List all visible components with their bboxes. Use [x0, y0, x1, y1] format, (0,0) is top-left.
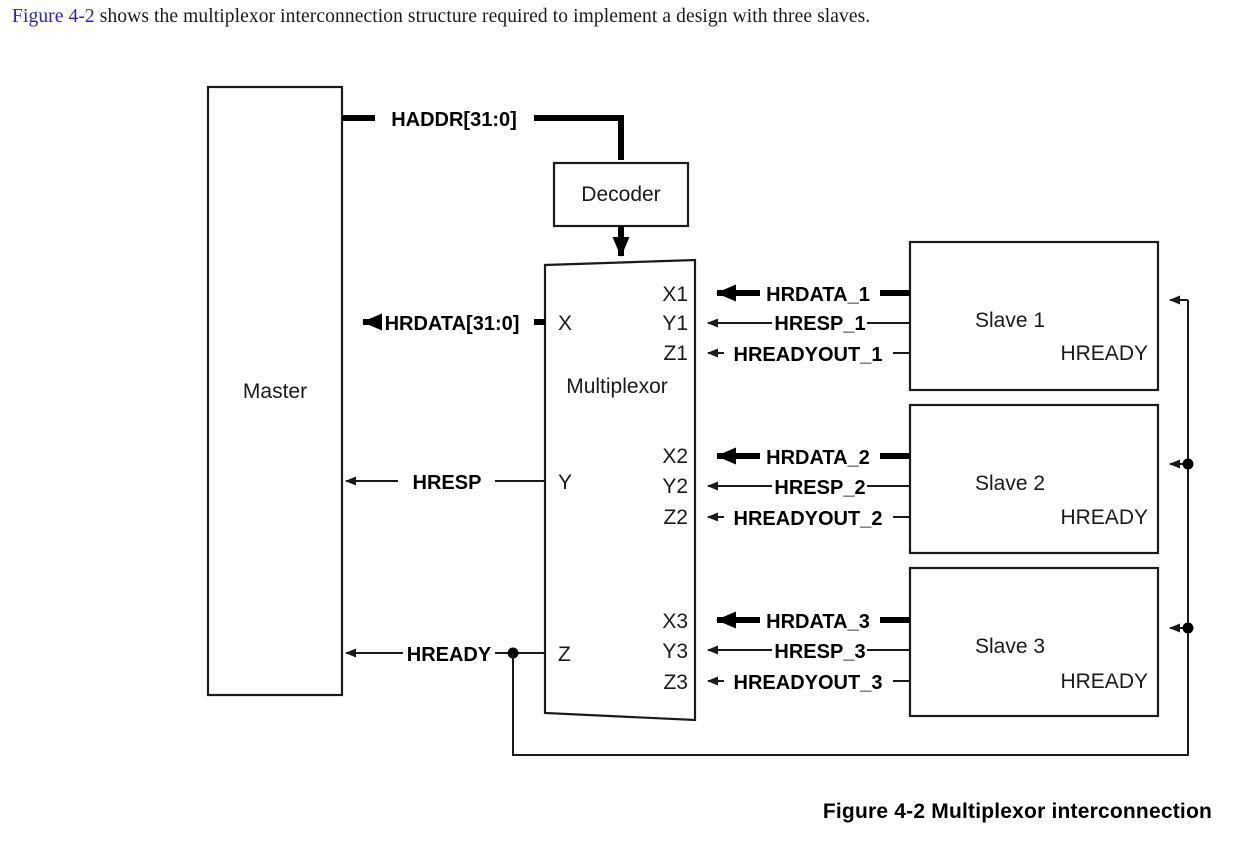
- hreadyout3-signal-label: HREADYOUT_3: [734, 672, 883, 694]
- mux-port-x3-label: X3: [662, 610, 688, 633]
- figure-caption: Figure 4-2 Multiplexor interconnection: [822, 800, 1212, 823]
- figure-link[interactable]: Figure 4-2: [12, 6, 95, 27]
- hresp2-signal-label: HRESP_2: [774, 477, 865, 499]
- hreadyout1-signal-label: HREADYOUT_1: [734, 344, 883, 366]
- mux-port-y3-label: Y3: [662, 640, 688, 663]
- mux-port-x1-label: X1: [662, 283, 688, 306]
- hresp-master-signal-label: HRESP: [413, 472, 482, 494]
- mux-port-x2-label: X2: [662, 445, 688, 468]
- hrdata1-signal-label: HRDATA_1: [766, 284, 870, 306]
- master-label: Master: [243, 380, 307, 403]
- slave3-block: [908, 566, 1160, 718]
- hresp1-signal-label: HRESP_1: [774, 313, 865, 335]
- slave3-hready-port-label: HREADY: [1060, 670, 1148, 693]
- multiplexor-block: [543, 258, 697, 722]
- slave1-hready-port-label: HREADY: [1060, 342, 1148, 365]
- intro-paragraph: Figure 4-2 shows the multiplexor interco…: [12, 6, 1228, 28]
- slave1-block: [908, 240, 1160, 392]
- multiplexor-label: Multiplexor: [566, 375, 668, 398]
- mux-port-z2-label: Z2: [663, 506, 688, 529]
- slave3-hready-junction-dot: [1182, 622, 1194, 634]
- hresp3-signal-label: HRESP_3: [774, 641, 865, 663]
- haddr-wire-right: [534, 115, 624, 160]
- mux-port-z-label: Z: [558, 643, 571, 666]
- mux-port-x-label: X: [558, 312, 572, 335]
- hready-feedback-bus: [512, 300, 1189, 756]
- figure-diagram: Master Decoder Multiplexor Slave 1 HREAD…: [0, 60, 1240, 780]
- hready-master-signal-label: HREADY: [407, 644, 492, 666]
- slave2-label: Slave 2: [975, 472, 1045, 495]
- slave2-hready-junction-dot: [1182, 458, 1194, 470]
- hrdata2-signal-label: HRDATA_2: [766, 447, 870, 469]
- slave3-label: Slave 3: [975, 635, 1045, 658]
- mux-port-y2-label: Y2: [662, 475, 688, 498]
- hrdata-master-signal-label: HRDATA[31:0]: [385, 313, 520, 335]
- mux-port-z1-label: Z1: [663, 342, 688, 365]
- decoder-label: Decoder: [581, 183, 660, 206]
- hrdata3-signal-label: HRDATA_3: [766, 611, 870, 633]
- mux-port-y1-label: Y1: [662, 312, 688, 335]
- mux-port-y-label: Y: [558, 471, 572, 494]
- slave2-block: [908, 403, 1160, 555]
- mux-port-z3-label: Z3: [663, 671, 688, 694]
- haddr-signal-label: HADDR[31:0]: [391, 109, 517, 131]
- slave1-label: Slave 1: [975, 309, 1045, 332]
- slave2-hready-port-label: HREADY: [1060, 506, 1148, 529]
- decoder-block: [552, 161, 690, 228]
- intro-text: shows the multiplexor interconnection st…: [94, 6, 871, 27]
- hreadyout2-signal-label: HREADYOUT_2: [734, 508, 883, 530]
- master-block: [206, 85, 344, 697]
